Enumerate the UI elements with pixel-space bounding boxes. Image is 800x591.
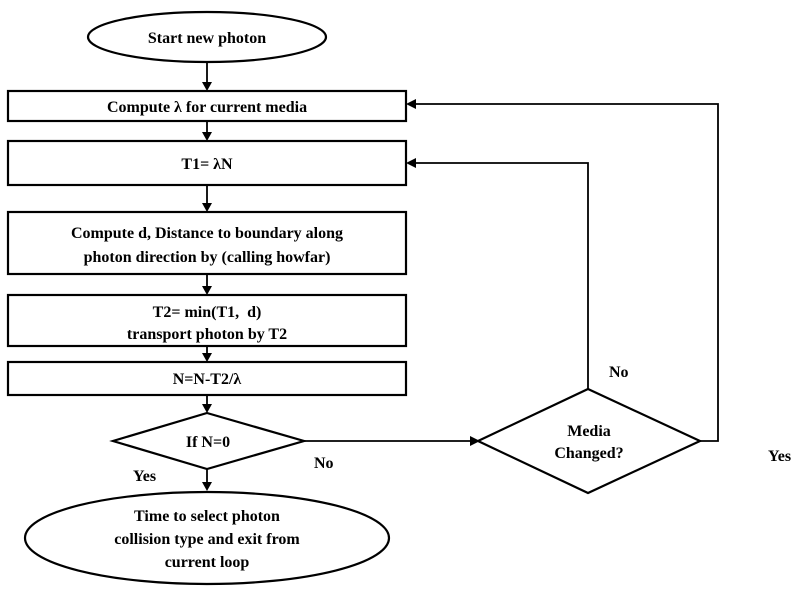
if-n-zero-decision xyxy=(109,411,308,471)
t2-line2: transport photon by T2 xyxy=(127,326,287,343)
media-yes-label: Yes xyxy=(768,448,791,465)
end-line1: Time to select photon xyxy=(134,508,280,525)
media-changed-line2: Changed? xyxy=(554,445,623,462)
end-node xyxy=(23,490,391,586)
media-no-label: No xyxy=(609,364,629,381)
compute-distance-line1: Compute d, Distance to boundary along xyxy=(71,225,343,242)
compute-lambda-box xyxy=(6,89,408,123)
arrowhead-icon xyxy=(202,203,212,212)
compute-distance-line2: photon direction by (calling howfar) xyxy=(84,249,331,266)
t1-box xyxy=(6,139,408,187)
arrowhead-icon xyxy=(406,158,416,168)
update-n-box xyxy=(6,360,408,397)
if-no-label: No xyxy=(314,455,334,472)
arrowhead-icon xyxy=(202,482,212,491)
arrowhead-icon xyxy=(202,82,212,91)
start-label: Start new photon xyxy=(148,30,266,47)
compute-lambda-label: Compute λ for current media xyxy=(107,99,307,116)
t1-label: T1= λN xyxy=(181,156,233,173)
media-changed-line1: Media xyxy=(567,423,611,440)
t2-line1: T2= min(T1, d) xyxy=(153,304,262,321)
if-n-zero-label: If N=0 xyxy=(186,434,230,451)
arrowhead-icon xyxy=(202,404,212,413)
update-n-label: N=N-T2/λ xyxy=(173,371,242,388)
arrow-media-no-to-t1 xyxy=(414,162,589,389)
arrowhead-icon xyxy=(406,99,416,109)
if-yes-label: Yes xyxy=(133,468,156,485)
start-node xyxy=(86,10,328,64)
arrowhead-icon xyxy=(202,286,212,295)
compute-distance-box xyxy=(6,210,408,276)
arrowhead-icon xyxy=(470,436,480,446)
media-changed-decision xyxy=(475,387,703,495)
end-line2: collision type and exit from xyxy=(114,531,300,548)
arrow-media-yes-to-lambda xyxy=(414,103,719,442)
end-line3: current loop xyxy=(165,554,250,571)
arrowhead-icon xyxy=(202,132,212,141)
t2-box xyxy=(6,293,408,348)
arrowhead-icon xyxy=(202,353,212,362)
